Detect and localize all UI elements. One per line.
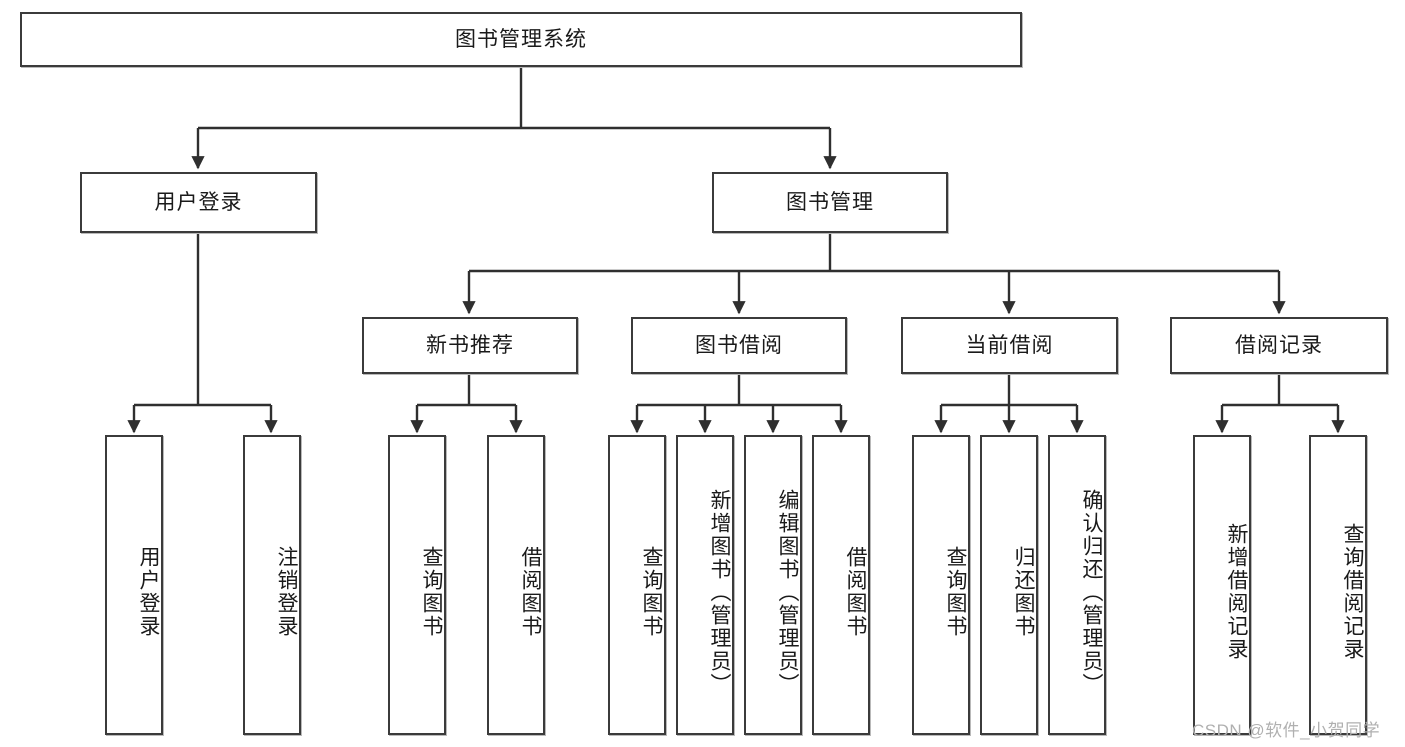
leaf-borrow-record-query[interactable]: 查询借阅记录 (1309, 435, 1367, 735)
node-label: 借阅记录 (1235, 333, 1323, 357)
leaf-book-borrow-add-admin[interactable]: 新增图书（管理员） (676, 435, 734, 735)
node-book-management[interactable]: 图书管理 (712, 172, 948, 233)
leaf-current-borrow-query[interactable]: 查询图书 (912, 435, 970, 735)
node-label: 用户登录 (154, 190, 243, 214)
node-label: 新增借阅记录 (1225, 523, 1248, 661)
node-label: 图书管理系统 (455, 27, 587, 51)
node-root-book-management-system[interactable]: 图书管理系统 (20, 12, 1022, 67)
node-current-borrow[interactable]: 当前借阅 (901, 317, 1118, 374)
leaf-book-borrow-edit-admin[interactable]: 编辑图书（管理员） (744, 435, 802, 735)
node-label: 图书管理 (786, 190, 874, 214)
node-label: 用户登录 (137, 546, 160, 638)
leaf-user-login-login[interactable]: 用户登录 (105, 435, 163, 735)
leaf-new-book-borrow[interactable]: 借阅图书 (487, 435, 545, 735)
node-label: 确认归还（管理员） (1080, 488, 1103, 696)
node-label: 图书借阅 (695, 333, 783, 357)
node-label: 新增图书（管理员） (708, 488, 731, 696)
leaf-user-login-logout[interactable]: 注销登录 (243, 435, 301, 735)
leaf-new-book-query[interactable]: 查询图书 (388, 435, 446, 735)
node-borrow-record[interactable]: 借阅记录 (1170, 317, 1388, 374)
node-user-login[interactable]: 用户登录 (80, 172, 317, 233)
node-book-borrow[interactable]: 图书借阅 (631, 317, 847, 374)
leaf-current-borrow-return[interactable]: 归还图书 (980, 435, 1038, 735)
node-new-book-recommend[interactable]: 新书推荐 (362, 317, 578, 374)
node-label: 借阅图书 (844, 546, 867, 638)
node-label: 查询借阅记录 (1341, 523, 1364, 661)
leaf-current-borrow-confirm-admin[interactable]: 确认归还（管理员） (1048, 435, 1106, 735)
node-label: 查询图书 (420, 546, 443, 638)
leaf-borrow-record-add[interactable]: 新增借阅记录 (1193, 435, 1251, 735)
node-label: 注销登录 (275, 546, 298, 638)
node-label: 查询图书 (640, 546, 663, 638)
node-label: 编辑图书（管理员） (776, 488, 799, 696)
node-label: 借阅图书 (519, 546, 542, 638)
node-label: 新书推荐 (426, 333, 514, 357)
watermark: CSDN @软件_小贺同学 (1192, 716, 1380, 741)
leaf-book-borrow-query[interactable]: 查询图书 (608, 435, 666, 735)
node-label: 当前借阅 (965, 333, 1054, 357)
leaf-book-borrow-borrow[interactable]: 借阅图书 (812, 435, 870, 735)
node-label: 查询图书 (944, 546, 967, 638)
node-label: 归还图书 (1012, 546, 1035, 638)
watermark-text: CSDN @软件_小贺同学 (1192, 721, 1381, 740)
